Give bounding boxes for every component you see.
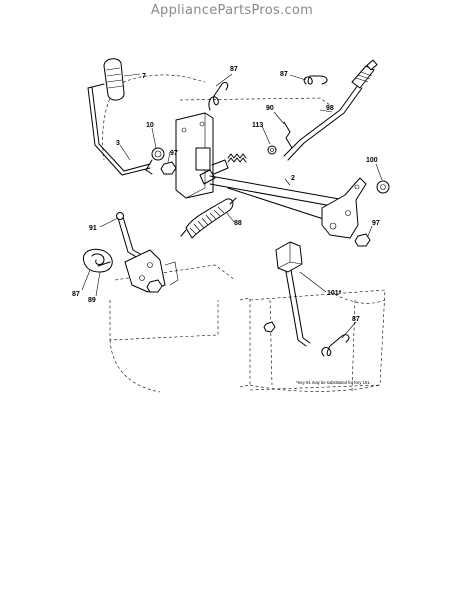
callout-88: 88 (234, 220, 242, 227)
callout-87-top: 87 (230, 66, 238, 73)
part-101-rear-link (263, 241, 311, 347)
callout-91: 91 (89, 225, 97, 232)
part-87-89-clip-left (82, 248, 113, 273)
callout-7: 7 (142, 73, 146, 80)
callout-100: 100 (366, 157, 378, 164)
callout-87-right: 87 (280, 71, 288, 78)
callout-10: 10 (146, 122, 154, 129)
callout-97-right: 97 (372, 220, 380, 227)
callout-87-bottom: 87 (352, 316, 360, 323)
part-7-grip (103, 58, 125, 101)
callout-87-left: 87 (72, 291, 80, 298)
callouts: 7 87 87 3 10 97 90 98 113 2 100 91 88 97… (72, 66, 380, 385)
callout-98: 98 (326, 105, 334, 112)
part-100-washer (376, 180, 390, 194)
right-lift-arm (321, 177, 367, 239)
lower-left-bracket (124, 249, 179, 293)
part-87-clip-top (208, 81, 229, 111)
part-87-clip-right (303, 75, 328, 85)
callout-89: 89 (88, 297, 96, 304)
part-97-nut-right (354, 233, 371, 247)
callout-90: 90 (266, 105, 274, 112)
callout-3: 3 (116, 140, 120, 147)
callout-2: 2 (291, 175, 295, 182)
part-90-spring-pin (283, 121, 293, 149)
center-bracket (175, 112, 229, 199)
part-3-lift-handle (87, 83, 151, 176)
footnote: *Key 91 may be substituted for Key 101. (296, 380, 371, 385)
callout-101: 101* (327, 290, 342, 297)
leader-lines (81, 73, 383, 339)
callout-97-left: 97 (170, 150, 178, 157)
part-91-link (116, 212, 143, 259)
frame-outline (102, 74, 386, 393)
part-87-clip-bottom (321, 334, 350, 357)
small-spring (227, 153, 247, 163)
part-113-washer (267, 145, 277, 155)
part-88-spring (180, 197, 237, 239)
callout-113: 113 (252, 122, 263, 129)
watermark: AppliancePartsPros.com (150, 3, 314, 18)
part-97-nut-left (160, 161, 177, 175)
part-10-bushing (145, 147, 165, 175)
